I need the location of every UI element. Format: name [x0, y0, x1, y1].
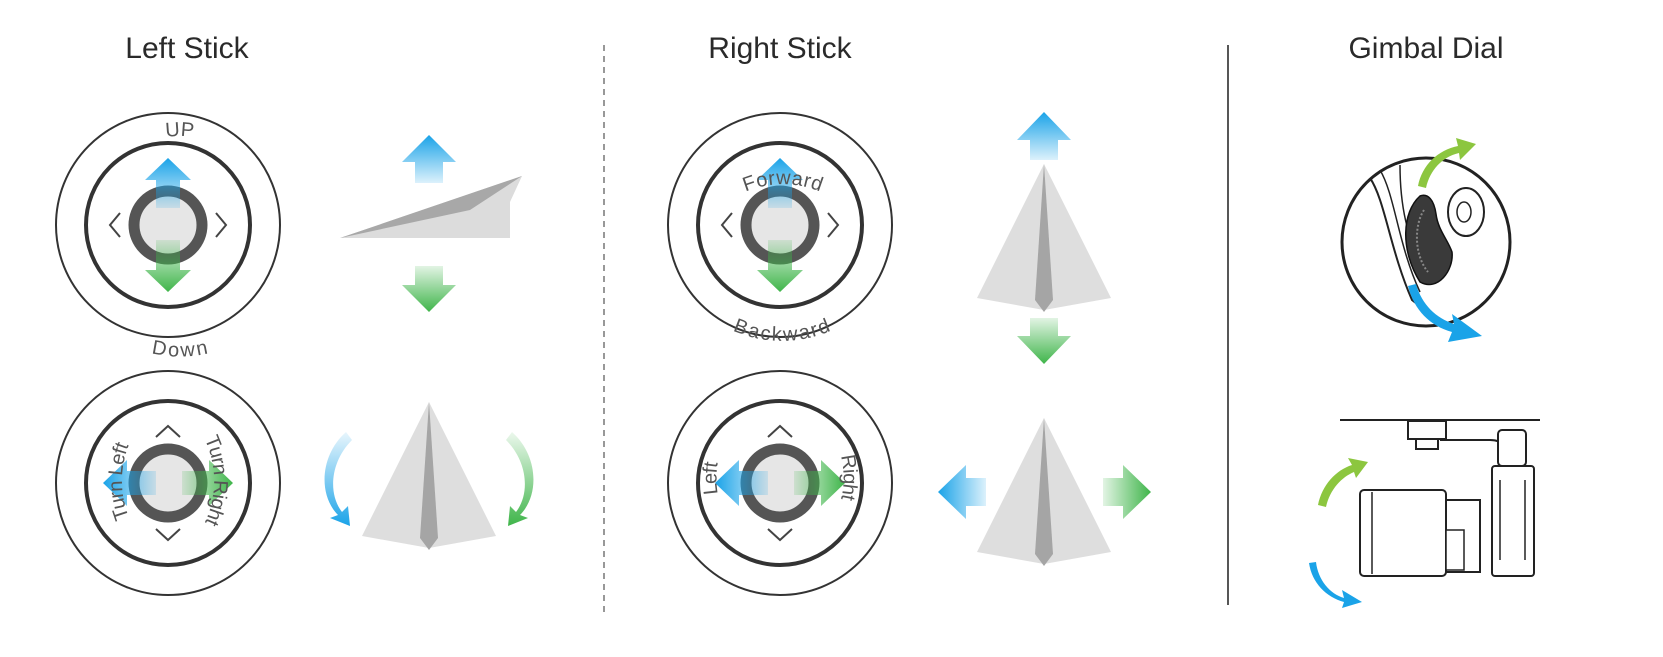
tilt-up-arrow-icon — [1418, 138, 1476, 188]
arrow-down-icon — [145, 240, 191, 292]
right-stick-roll-joystick: Left Right — [667, 370, 893, 596]
arrow-right-icon — [1103, 465, 1151, 519]
gimbal-dial-title: Gimbal Dial — [1348, 32, 1503, 65]
rotate-left-arrow-icon — [324, 432, 352, 526]
tilt-up-arrow-icon — [1318, 458, 1368, 507]
arrow-up-icon — [145, 158, 191, 208]
arrow-up-icon — [1017, 112, 1071, 160]
arrow-down-icon — [757, 240, 803, 292]
svg-text:Right: Right — [836, 453, 860, 503]
svg-text:UP: UP — [165, 119, 196, 142]
ascend-descend-illustration — [340, 135, 522, 312]
chevron-down-icon — [767, 528, 793, 542]
arrow-left-icon — [715, 460, 768, 506]
chevron-right-icon — [215, 212, 228, 238]
arrow-down-icon — [1017, 318, 1071, 364]
forward-backward-illustration — [977, 112, 1111, 364]
up-label: UP — [165, 119, 196, 142]
left-stick-yaw-joystick: Turn Left Turn Right — [55, 370, 281, 596]
chevron-down-icon — [155, 528, 181, 542]
backward-label: Backward — [731, 315, 833, 347]
svg-text:Backward: Backward — [731, 315, 834, 347]
left-stick-throttle-joystick: UP Down — [55, 112, 281, 362]
camera-body-icon — [1359, 489, 1447, 577]
chevron-left-icon — [720, 212, 733, 238]
tilt-down-arrow-icon — [1408, 284, 1482, 342]
arrow-right-icon — [794, 460, 845, 506]
tilt-down-arrow-icon — [1309, 562, 1362, 608]
gimbal-dial-illustration — [1340, 138, 1512, 342]
arrow-down-icon — [402, 266, 456, 312]
svg-text:Left: Left — [699, 460, 722, 496]
left-right-illustration — [938, 418, 1151, 566]
chevron-up-icon — [155, 424, 181, 438]
rotate-right-arrow-icon — [506, 432, 534, 526]
arrow-left-icon — [938, 465, 986, 519]
chevron-right-icon — [827, 212, 840, 238]
left-label: Left — [699, 460, 722, 496]
chevron-left-icon — [108, 212, 121, 238]
dial-wheel-icon — [1405, 194, 1453, 286]
right-stick-title: Right Stick — [708, 32, 852, 65]
right-stick-pitch-joystick: Forward Backward — [667, 112, 893, 347]
arrow-left-icon — [103, 460, 156, 506]
left-stick-title: Left Stick — [125, 32, 249, 65]
arrow-up-icon — [402, 135, 456, 183]
down-label: Down — [150, 337, 209, 362]
gimbal-camera-illustration — [1309, 419, 1540, 608]
arrow-right-icon — [182, 460, 233, 506]
arrow-up-icon — [757, 158, 803, 208]
svg-text:Down: Down — [150, 337, 209, 362]
chevron-up-icon — [767, 424, 793, 438]
right-label: Right — [836, 453, 860, 503]
yaw-illustration — [324, 402, 534, 550]
